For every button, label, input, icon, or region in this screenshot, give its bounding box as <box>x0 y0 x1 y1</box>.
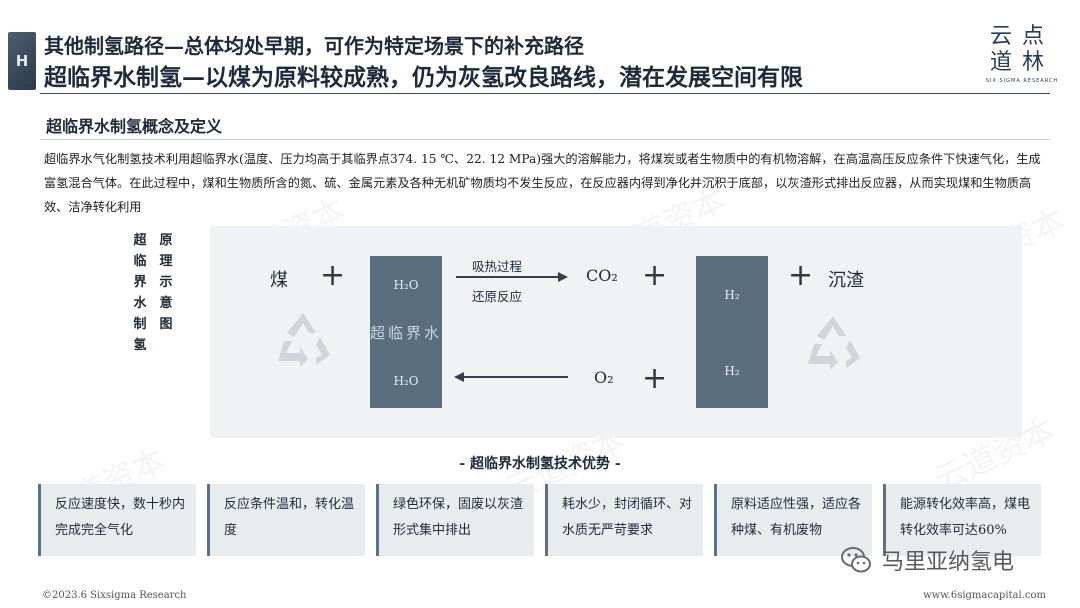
product-o2: O₂ <box>594 368 614 387</box>
brand-line2: 道林 <box>989 50 1054 75</box>
advantage-card: 原料适应性强，适应各种煤、有机废物 <box>714 484 872 556</box>
supercritical-water-box: H₂O 超临界水 H₂O <box>370 256 442 408</box>
advantage-card: 绿色环保，固废以灰渣形式集中排出 <box>376 484 534 556</box>
diagram-panel <box>210 226 1022 438</box>
advantage-card: 反应速度快，数十秒内完成完全气化 <box>38 484 196 556</box>
footer-copyright: ©2023.6 Sixsigma Research <box>42 590 187 601</box>
plus-sign: + <box>320 258 346 293</box>
advantage-card: 能源转化效率高，煤电转化效率可达60% <box>883 484 1041 556</box>
section-divider <box>40 139 1050 140</box>
page-supertitle: 其他制氢路径—总体均处早期，可作为特定场景下的补充路径 <box>44 34 584 58</box>
input-coal: 煤 <box>270 270 288 291</box>
plus-sign: + <box>788 258 814 293</box>
box2-bottom-label: H₂ <box>724 364 740 378</box>
arrow-left-icon <box>454 372 568 382</box>
plus-sign: + <box>642 258 668 293</box>
arrow-right-icon <box>456 272 568 282</box>
header-divider <box>40 93 1050 94</box>
vertical-label-col1: 超临界水制氢 <box>133 233 147 353</box>
box1-bottom-label: H₂O <box>393 374 419 388</box>
plus-sign: + <box>642 361 668 396</box>
brand-logo: 云点 道林 SIX SIGMA RESEARCH <box>972 24 1072 90</box>
section-description: 超临界水气化制氢技术利用超临界水(温度、压力均高于其临界点374. 15 ℃、2… <box>44 152 1041 214</box>
page-title: 超临界水制氢—以煤为原料较成熟，仍为灰氢改良路线，潜在发展空间有限 <box>44 64 803 91</box>
brand-subtitle: SIX SIGMA RESEARCH <box>985 78 1059 84</box>
wechat-icon <box>841 547 871 573</box>
box2-top-label: H₂ <box>724 288 740 302</box>
arrow-label-reduction: 还原反应 <box>472 289 523 304</box>
recycle-icon <box>278 313 330 367</box>
recycle-icon <box>808 316 860 370</box>
advantages-title: - 超临界水制氢技术优势 - <box>459 456 621 472</box>
wechat-account[interactable]: 马里亚纳氢电 <box>840 541 1014 579</box>
output-slag: 沉渣 <box>828 270 864 291</box>
product-co2: CO₂ <box>586 266 618 285</box>
section-title: 超临界水制氢概念及定义 <box>46 117 223 136</box>
brand-line1: 云点 <box>989 24 1054 49</box>
wechat-account-name: 马里亚纳氢电 <box>882 550 1015 575</box>
advantage-card: 反应条件温和，转化温度 <box>207 484 365 556</box>
vertical-label-col2: 原理示意图 <box>159 233 173 332</box>
box1-top-label: H₂O <box>393 278 419 292</box>
advantage-card: 耗水少，封闭循环、对水质无严苛要求 <box>545 484 703 556</box>
hydrogen-box: H₂ H₂ <box>696 256 768 408</box>
footer-website[interactable]: www.6sigmacapital.com <box>923 590 1046 601</box>
advantages-row: 反应速度快，数十秒内完成完全气化 反应条件温和，转化温度 绿色环保，固废以灰渣形… <box>38 484 1048 570</box>
logo-mark: H <box>8 32 36 90</box>
box1-center-label: 超临界水 <box>370 324 443 342</box>
arrow-label-endothermic: 吸热过程 <box>472 259 523 274</box>
